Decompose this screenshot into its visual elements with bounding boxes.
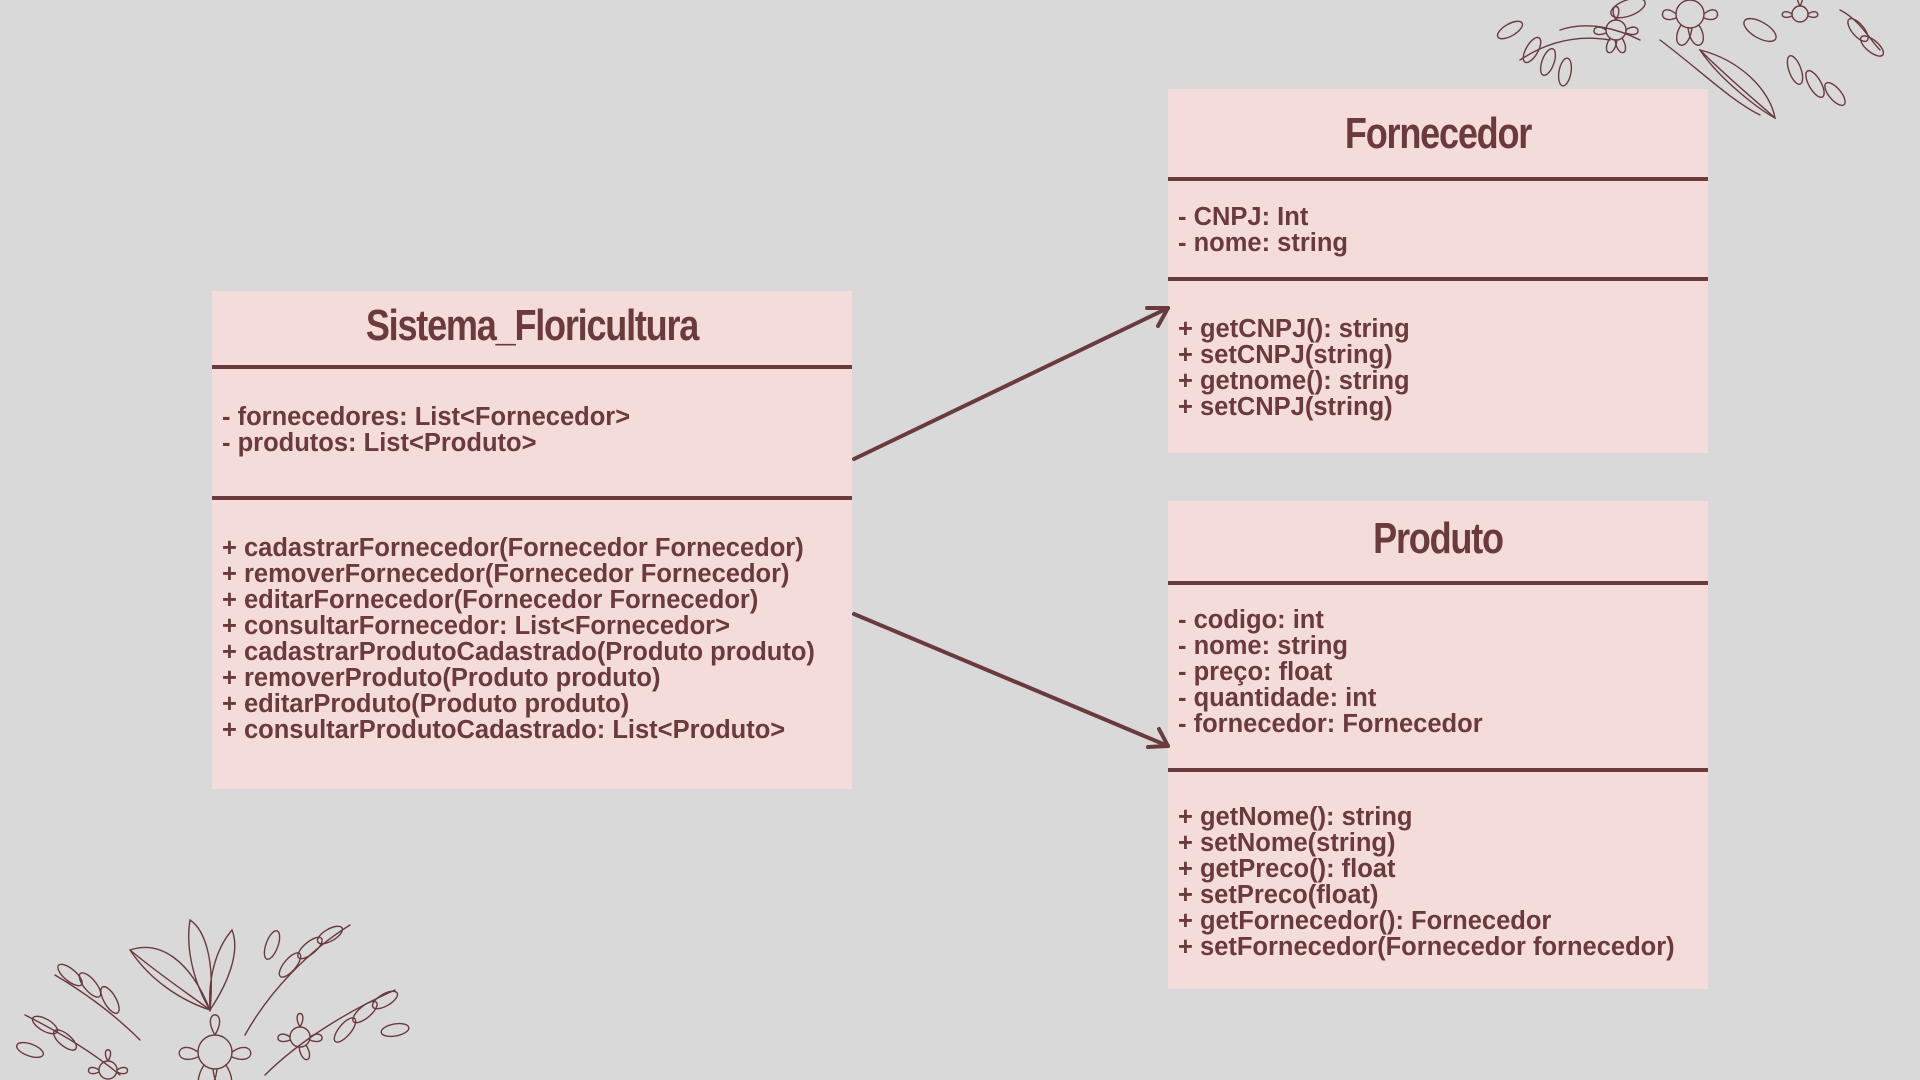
class-sistema-floricultura: Sistema_Floricultura - fornecedores: Lis… (212, 291, 852, 789)
attribute-list: - fornecedores: List<Fornecedor> - produ… (222, 404, 848, 456)
method-item: + removerFornecedor(Fornecedor Fornecedo… (222, 560, 790, 588)
attribute-item: - fornecedores: List<Fornecedor> (222, 403, 631, 431)
method-item: + setFornecedor(Fornecedor fornecedor) (1178, 933, 1675, 961)
attribute-item: - nome: string (1178, 632, 1348, 660)
method-item: + consultarFornecedor: List<Fornecedor> (222, 612, 730, 640)
class-name: Fornecedor (1344, 109, 1532, 158)
method-item: + editarFornecedor(Fornecedor Fornecedor… (222, 586, 759, 614)
class-divider (1168, 277, 1708, 281)
attribute-list: - codigo: int - nome: string - preço: fl… (1178, 607, 1704, 737)
method-list: + getCNPJ(): string + setCNPJ(string) + … (1178, 316, 1704, 420)
class-divider (212, 496, 852, 500)
method-list: + cadastrarFornecedor(Fornecedor Fornece… (222, 535, 848, 743)
attribute-item: - quantidade: int (1178, 684, 1377, 712)
arrow-sistema-to-fornecedor (852, 306, 1170, 461)
method-item: + cadastrarFornecedor(Fornecedor Fornece… (222, 534, 804, 562)
method-item: + consultarProdutoCadastrado: List<Produ… (222, 716, 786, 744)
method-item: + setNome(string) (1178, 829, 1396, 857)
method-item: + setPreco(float) (1178, 881, 1379, 909)
class-name: Sistema_Floricultura (365, 301, 700, 350)
method-item: + getFornecedor(): Fornecedor (1178, 907, 1552, 935)
attribute-item: - CNPJ: Int (1178, 203, 1309, 231)
method-item: + getnome(): string (1178, 367, 1410, 395)
method-item: + removerProduto(Produto produto) (222, 664, 661, 692)
method-list: + getNome(): string + setNome(string) + … (1178, 804, 1704, 960)
method-item: + setCNPJ(string) (1178, 341, 1393, 369)
attribute-item: - fornecedor: Fornecedor (1178, 710, 1483, 738)
arrowhead-fornecedor (1145, 306, 1170, 328)
attribute-item: - nome: string (1178, 229, 1348, 257)
class-divider (1168, 177, 1708, 181)
method-item: + getCNPJ(): string (1178, 315, 1410, 343)
method-item: + editarProduto(Produto produto) (222, 690, 630, 718)
class-divider (1168, 581, 1708, 585)
method-item: + getPreco(): float (1178, 855, 1396, 883)
attribute-item: - produtos: List<Produto> (222, 429, 537, 457)
arrowhead-produto (1146, 727, 1170, 749)
class-name: Produto (1373, 514, 1504, 563)
method-item: + setCNPJ(string) (1178, 393, 1393, 421)
class-divider (1168, 768, 1708, 772)
method-item: + cadastrarProdutoCadastrado(Produto pro… (222, 638, 815, 666)
method-item: + getNome(): string (1178, 803, 1413, 831)
class-produto: Produto - codigo: int - nome: string - p… (1168, 501, 1708, 989)
attribute-list: - CNPJ: Int - nome: string (1178, 204, 1704, 256)
attribute-item: - codigo: int (1178, 606, 1324, 634)
attribute-item: - preço: float (1178, 658, 1333, 686)
class-divider (212, 365, 852, 369)
arrow-sistema-to-produto (852, 612, 1170, 748)
class-fornecedor: Fornecedor - CNPJ: Int - nome: string + … (1168, 89, 1708, 453)
